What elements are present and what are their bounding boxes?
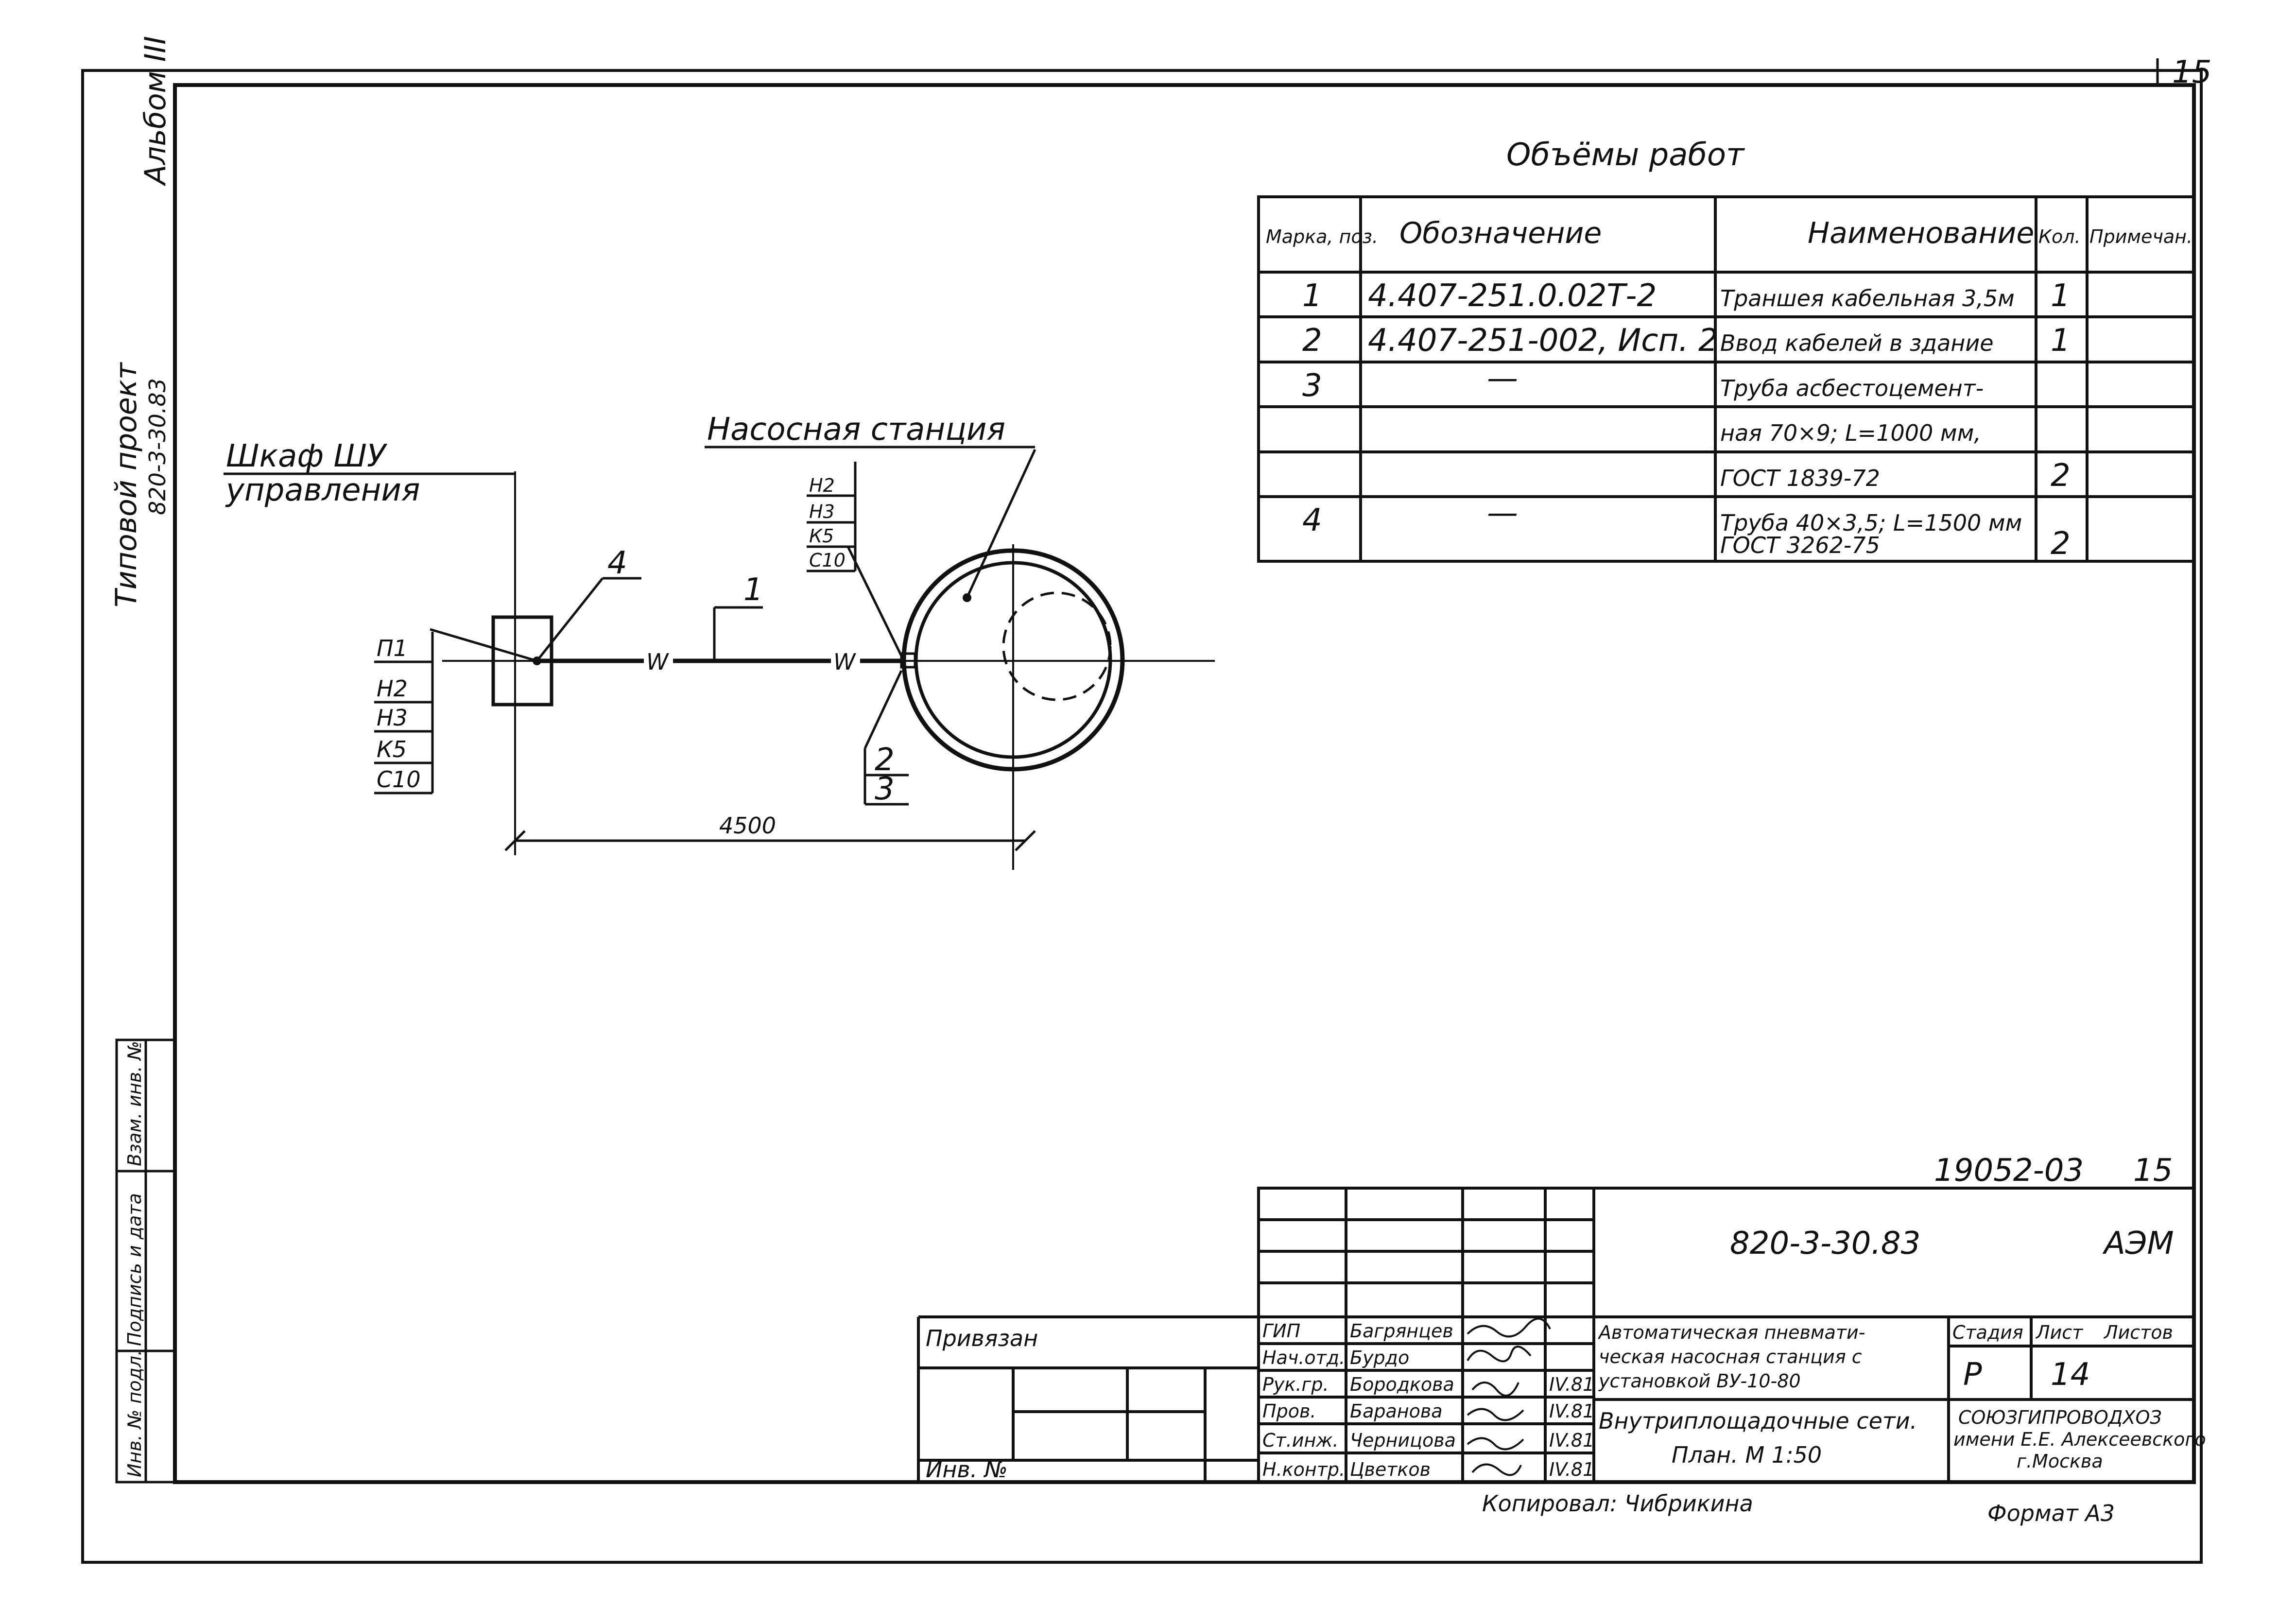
works-row-name: Труба асбестоцемент- — [1720, 375, 1984, 401]
sheet-ref: 15 — [2133, 1153, 2173, 1189]
sheets-header: Листов — [2103, 1322, 2173, 1343]
cable-label: С10 — [377, 766, 421, 793]
person-name: Бурдо — [1350, 1347, 1409, 1368]
works-row-designation: — — [1487, 361, 1518, 397]
cable-label: Н2 — [809, 475, 835, 496]
works-header-note: Примечан. — [2089, 226, 2192, 247]
role-label: ГИП — [1262, 1320, 1300, 1342]
cable-label: П1 — [377, 635, 408, 661]
works-row-mark: 1 — [1302, 278, 1322, 314]
cabinet-dot — [533, 657, 541, 665]
station-dot — [963, 593, 971, 602]
main-frame — [173, 83, 2196, 1484]
title-block-grid — [917, 1187, 2195, 1484]
side-sign-date: Подпись и дата — [124, 1193, 145, 1346]
sheet-title: План. М 1:50 — [1672, 1442, 1822, 1468]
sign-date: IV.81 — [1549, 1430, 1594, 1451]
works-row-name: ная 70×9; L=1000 мм, — [1720, 420, 1981, 446]
plan-drawing — [224, 446, 1215, 870]
sign-date: IV.81 — [1549, 1374, 1594, 1395]
organization: СОЮЗГИПРОВОДХОЗ — [1958, 1407, 2162, 1428]
cable-label: Н2 — [377, 675, 408, 702]
role-label: Ст.инж. — [1262, 1430, 1339, 1451]
works-header-mark: Марка, поз. — [1266, 226, 1378, 247]
sheet-header: Лист — [2035, 1322, 2084, 1343]
works-row-designation: — — [1487, 495, 1518, 531]
organization: г.Москва — [2017, 1451, 2103, 1472]
person-name: Бородкова — [1350, 1374, 1454, 1395]
object-title: установкой ВУ-10-80 — [1598, 1370, 1801, 1392]
sign-date: IV.81 — [1549, 1459, 1594, 1480]
cabinet-label: Шкаф ШУ — [226, 438, 388, 474]
album-label: Альбом III — [138, 36, 173, 187]
stage-header: Стадия — [1952, 1322, 2023, 1343]
works-header-qty: Кол. — [2038, 226, 2081, 247]
works-row-mark: 4 — [1302, 502, 1322, 538]
works-row-designation: 4.407-251.0.02Т-2 — [1368, 278, 1657, 314]
works-row-mark: 2 — [1302, 323, 1322, 359]
role-label: Пров. — [1262, 1400, 1316, 1422]
cable-marker-w: W — [833, 649, 856, 675]
works-header-designation: Обозначение — [1399, 216, 1602, 250]
paper-format: Формат А3 — [1987, 1500, 2115, 1526]
position-4-label: 4 — [607, 545, 627, 581]
person-name: Багрянцев — [1350, 1320, 1453, 1342]
person-name: Черницова — [1350, 1430, 1456, 1451]
stamp-code: 820-3-30.83 — [1730, 1226, 1920, 1261]
cabinet-label-2: управления — [225, 472, 420, 508]
cable-label: К5 — [377, 736, 407, 762]
organization: имени Е.Е. Алексеевского — [1953, 1429, 2206, 1450]
works-table-grid — [1257, 195, 2195, 563]
works-row-designation: 4.407-251-002, Исп. 2 — [1368, 323, 1718, 359]
works-row-qty: 2 — [2051, 458, 2071, 494]
position-1-label: 1 — [743, 572, 763, 608]
person-name: Баранова — [1350, 1400, 1443, 1422]
sheet-value: 14 — [2051, 1357, 2090, 1393]
position-2-label: 2 — [875, 742, 895, 778]
dimension-label: 4500 — [719, 812, 776, 839]
position-3-label: 3 — [875, 771, 895, 807]
stamp-section: АЭМ — [2102, 1226, 2174, 1261]
station-label: Насосная станция — [707, 412, 1005, 448]
works-row-name: Ввод кабелей в здание — [1720, 330, 1994, 356]
inv-no-label: Инв. № — [926, 1456, 1008, 1483]
outer-border — [81, 69, 2203, 1564]
object-title: Автоматическая пневмати- — [1597, 1322, 1865, 1343]
role-label: Н.контр. — [1262, 1459, 1345, 1480]
cable-label: С10 — [809, 550, 846, 571]
works-row-qty: 1 — [2051, 323, 2071, 359]
sign-date: IV.81 — [1549, 1400, 1594, 1422]
stage-value: Р — [1963, 1357, 1982, 1393]
role-label: Нач.отд. — [1262, 1347, 1345, 1368]
cable-marker-w: W — [646, 649, 669, 675]
works-row-name: ГОСТ 3262-75 — [1720, 532, 1880, 558]
role-label: Рук.гр. — [1262, 1374, 1329, 1395]
cable-label: К5 — [809, 525, 834, 547]
cable-label: Н3 — [377, 705, 408, 731]
bound-label: Привязан — [926, 1325, 1038, 1351]
signatures — [1467, 1317, 1551, 1476]
side-stamp — [115, 1038, 176, 1484]
works-header-name: Наименование — [1808, 216, 2034, 250]
doc-number: 19052-03 — [1934, 1153, 2084, 1189]
page-number: 15 — [2172, 54, 2211, 90]
works-row-name: Траншея кабельная 3,5м — [1720, 285, 2015, 311]
side-vzam: Взам. инв. № — [124, 1041, 145, 1166]
cable-label: Н3 — [809, 501, 835, 522]
works-row-name: Труба 40×3,5; L=1500 мм — [1720, 510, 2022, 536]
object-title: ческая насосная станция с — [1599, 1346, 1862, 1367]
works-row-qty: 1 — [2051, 278, 2071, 314]
tank-dashed-circle — [1002, 591, 1112, 701]
project-code-side: 820-3-30.83 — [144, 378, 171, 515]
project-label: Типовой проект — [109, 362, 143, 607]
sheet-title: Внутриплощадочные сети. — [1599, 1408, 1917, 1434]
works-row-qty: 2 — [2051, 526, 2071, 562]
side-inv-podl: Инв. № подл. — [124, 1350, 145, 1477]
person-name: Цветков — [1350, 1459, 1431, 1480]
works-row-mark: 3 — [1302, 368, 1322, 404]
copied-by: Копировал: Чибрикина — [1482, 1490, 1753, 1517]
works-title: Объёмы работ — [1506, 137, 1745, 173]
works-row-name: ГОСТ 1839-72 — [1720, 465, 1880, 491]
